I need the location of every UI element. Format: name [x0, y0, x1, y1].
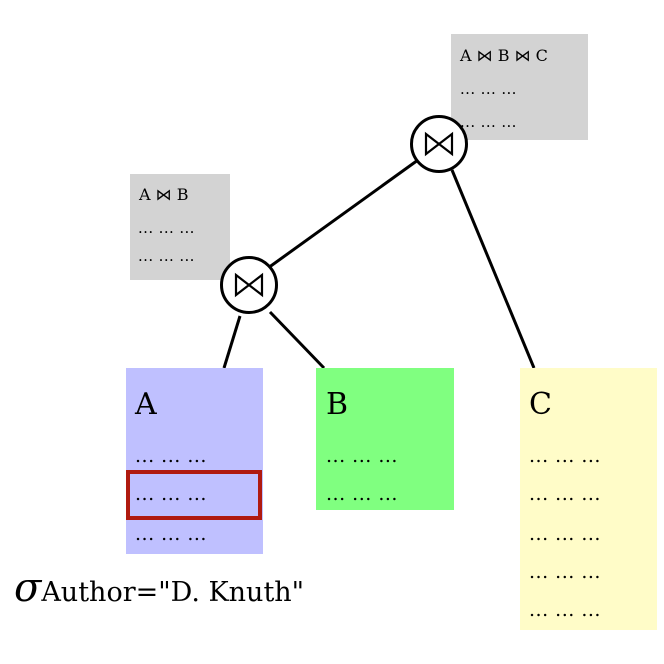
table-row: ... ... ... — [529, 483, 601, 505]
table-row: ... ... ... — [135, 483, 207, 505]
table-c-name: C — [529, 387, 552, 422]
table-row: ... ... ... — [326, 483, 398, 505]
edge-lower-join-to-b — [268, 310, 326, 370]
table-row: ... ... ... — [135, 523, 207, 545]
table-a: A ... ... ... ... ... ... ... ... ... — [126, 368, 263, 554]
table-c: C ... ... ... ... ... ... ... ... ... ..… — [520, 368, 657, 630]
table-row: ... ... ... — [529, 561, 601, 583]
join-node-upper — [410, 115, 468, 173]
intermediate-ab-row: ... ... ... — [138, 247, 195, 265]
intermediate-ab-title: A ⋈ B — [139, 185, 189, 204]
edge-upper-join-to-lower-join — [267, 158, 419, 270]
selection-symbol: σ — [14, 565, 42, 611]
table-a-name: A — [135, 387, 157, 422]
edge-upper-join-to-c — [450, 169, 536, 369]
table-b: B ... ... ... ... ... ... — [316, 368, 454, 510]
selection-predicate: σAuthor="D. Knuth" — [14, 568, 304, 608]
table-b-name: B — [326, 387, 349, 422]
intermediate-ab-box: A ⋈ B ... ... ... ... ... ... — [130, 174, 230, 280]
intermediate-abc-row: ... ... ... — [460, 113, 517, 131]
table-row: ... ... ... — [529, 523, 601, 545]
intermediate-abc-row: ... ... ... — [460, 80, 517, 98]
selection-condition: Author="D. Knuth" — [41, 577, 305, 608]
join-icon — [234, 272, 264, 298]
table-row: ... ... ... — [326, 445, 398, 467]
join-node-lower — [220, 256, 278, 314]
table-row: ... ... ... — [135, 445, 207, 467]
table-row: ... ... ... — [529, 599, 601, 621]
intermediate-abc-box: A ⋈ B ⋈ C ... ... ... ... ... ... — [451, 34, 588, 140]
join-icon — [424, 131, 454, 157]
table-row: ... ... ... — [529, 445, 601, 467]
intermediate-ab-row: ... ... ... — [138, 219, 195, 237]
edge-lower-join-to-a — [222, 315, 242, 369]
selected-row-highlight — [126, 470, 262, 520]
intermediate-abc-title: A ⋈ B ⋈ C — [460, 46, 548, 65]
